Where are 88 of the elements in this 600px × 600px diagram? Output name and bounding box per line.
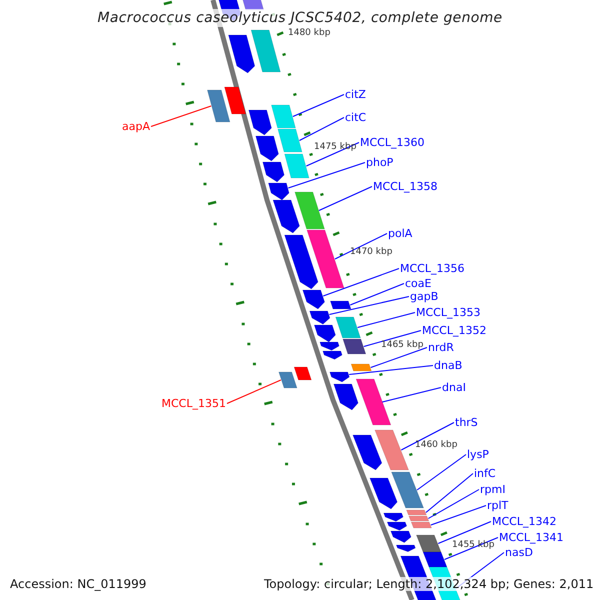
gene-label: dnaB: [434, 360, 462, 371]
leader-line: [428, 489, 480, 519]
position-label: 1455 kbp: [452, 541, 494, 550]
leader-line: [357, 312, 416, 328]
gene-label: thrS: [455, 417, 478, 428]
leader-line: [334, 233, 388, 260]
gene-block: [408, 516, 430, 522]
gene-block: [383, 512, 404, 522]
leader-line: [292, 94, 344, 117]
gene-label: MCCL_1351: [162, 398, 226, 409]
gene-block: [416, 534, 442, 552]
gene-label: rplT: [487, 500, 508, 511]
gene-block: [262, 162, 284, 182]
gene-label: MCCL_1353: [416, 307, 480, 318]
gene-block: [255, 136, 279, 162]
gene-block: [391, 472, 424, 508]
gene-label: polA: [388, 228, 412, 239]
gene-label: MCCL_1358: [373, 181, 438, 192]
leader-line: [348, 365, 434, 375]
gene-block: [335, 316, 361, 338]
gene-block: [309, 310, 330, 324]
gene-label: lysP: [467, 449, 489, 460]
leader-line: [416, 454, 466, 490]
gene-block: [390, 530, 412, 543]
gene-block: [224, 86, 246, 114]
gene-label: nrdR: [428, 342, 454, 353]
gene-block: [352, 434, 382, 470]
position-label: 1465 kbp: [381, 341, 424, 350]
gene-label: gapB: [410, 291, 438, 302]
gene-block: [356, 378, 392, 426]
leader-line: [444, 537, 498, 560]
gene-block: [250, 30, 281, 72]
leader-line: [363, 330, 422, 347]
leader-line: [350, 283, 404, 306]
footer-text: Topology: circular; Length: 2,102,324 bp; Genes: 2,011: [262, 577, 596, 591]
gene-block: [410, 522, 432, 528]
gene-block: [268, 182, 290, 200]
gene-label: phoP: [366, 157, 394, 168]
leader-line: [370, 347, 428, 368]
gene-label: MCCL_1352: [422, 325, 486, 336]
gene-block: [294, 366, 312, 380]
gene-block: [370, 478, 398, 510]
gene-block: [422, 552, 448, 568]
gene-label: MCCL_1341: [499, 532, 564, 543]
gene-block: [207, 90, 230, 122]
gene-block: [284, 154, 310, 178]
gene-label: coaE: [405, 278, 432, 289]
gene-label: nasD: [505, 547, 533, 558]
position-label: 1470 kbp: [350, 248, 392, 257]
position-label: 1460 kbp: [415, 441, 458, 450]
leader-line: [306, 142, 360, 166]
gene-block: [278, 128, 302, 152]
gene-label: MCCL_1356: [400, 263, 464, 274]
leader-line: [438, 521, 492, 544]
gene-block: [294, 192, 325, 230]
gene-block: [330, 300, 352, 310]
leader-line: [430, 505, 486, 526]
gene-block: [278, 372, 298, 388]
gene-label: MCCL_1342: [492, 516, 556, 527]
gene-block: [306, 230, 344, 288]
leader-line: [150, 106, 212, 127]
gene-label: aapA: [122, 121, 150, 132]
position-label: 1480 kbp: [288, 29, 330, 38]
gene-label: citZ: [345, 89, 366, 100]
gene-label: citC: [345, 112, 366, 123]
leader-line: [298, 117, 344, 141]
gene-label: dnaI: [442, 382, 466, 393]
gene-block: [322, 350, 342, 360]
gene-block: [284, 234, 318, 290]
leader-line: [328, 296, 410, 315]
gene-block: [248, 110, 272, 136]
gene-block: [228, 34, 256, 74]
gene-label: infC: [474, 468, 496, 479]
leader-line: [318, 186, 372, 211]
gene-block: [396, 544, 416, 552]
leader-line: [382, 387, 442, 402]
gene-block: [342, 338, 366, 354]
leader-line: [425, 473, 474, 513]
gene-label: MCCL_1360: [360, 137, 424, 148]
leader-line: [288, 162, 366, 188]
footer-text: Accession: NC_011999: [8, 577, 148, 591]
gene-block: [386, 522, 408, 531]
leader-line: [400, 422, 454, 450]
leader-line: [322, 268, 400, 296]
gene-block: [374, 430, 409, 470]
gene-block: [271, 104, 296, 128]
gene-block: [350, 364, 372, 372]
gene-label: rpmI: [480, 484, 506, 495]
